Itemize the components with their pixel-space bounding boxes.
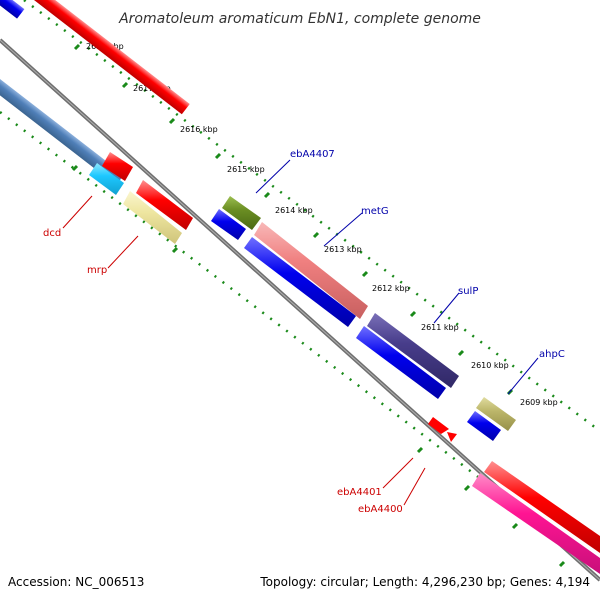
accession-text: Accession: NC_006513 (8, 575, 144, 589)
gene-arrow (244, 237, 356, 327)
major-tick (312, 231, 320, 239)
tick-label: 2615 kbp (227, 165, 265, 174)
leader-line-dcd (62, 195, 93, 229)
outer-tick-track (23, 0, 600, 433)
gene-label-metG: metG (361, 206, 389, 217)
major-tick (409, 310, 417, 318)
tick-label: 2610 kbp (471, 361, 509, 370)
gene-arrow (222, 196, 261, 230)
major-tick (463, 484, 471, 492)
gene-arrow (254, 222, 368, 319)
gene-label-mrp: mrp (87, 265, 107, 276)
leader-line-ebA4401 (382, 457, 414, 489)
gene-block (472, 473, 600, 574)
gene-block (0, 0, 25, 19)
tick-label: 2611 kbp (421, 323, 459, 332)
genome-summary-text: Topology: circular; Length: 4,296,230 bp… (259, 575, 590, 589)
major-tick (263, 191, 271, 199)
tick-label: 2609 kbp (520, 398, 558, 407)
gene-block (484, 461, 600, 553)
leader-line-mrp (107, 235, 139, 269)
gene-arrow (102, 152, 133, 181)
gene-block (123, 191, 182, 244)
major-tick (558, 560, 566, 568)
map-title: Aromatoleum aromaticum EbN1, complete ge… (118, 11, 481, 27)
gene-block (0, 52, 125, 186)
gene-arrow (211, 209, 246, 240)
major-tick (121, 81, 129, 89)
gene-arrow (356, 326, 446, 399)
gene-label-dcd: dcd (43, 228, 61, 239)
tick-label: 2614 kbp (275, 206, 313, 215)
gene-label-ahpC: ahpC (539, 349, 565, 360)
major-tick (168, 117, 176, 125)
major-tick (457, 349, 465, 357)
tick-label: 2616 kbp (180, 125, 218, 134)
tick-label: 2613 kbp (324, 245, 362, 254)
leader-line-metG (323, 212, 363, 247)
major-tick (214, 152, 222, 160)
leader-line-ebA4400 (403, 467, 426, 506)
major-tick (361, 270, 369, 278)
tick-label: 2612 kbp (372, 284, 410, 293)
gene-label-ebA4400: ebA4400 (358, 504, 403, 515)
gene-label-ebA4401: ebA4401 (337, 487, 382, 498)
major-tick (73, 43, 81, 51)
major-ticks (71, 43, 566, 568)
gene-arrow (136, 180, 193, 230)
gene-label-sulP: sulP (458, 286, 478, 297)
major-tick (416, 446, 424, 454)
gene-small (428, 417, 449, 434)
leader-line-sulP (433, 292, 460, 324)
major-tick (511, 522, 519, 530)
leader-line-ebA4407 (255, 159, 291, 194)
gene-small (447, 432, 457, 442)
gene-arrow (89, 163, 124, 195)
gene-label-ebA4407: ebA4407 (290, 149, 335, 160)
gene-arrow (367, 313, 459, 388)
major-tick (71, 164, 79, 172)
gene-block (31, 0, 190, 115)
major-tick (171, 246, 179, 254)
gene-arrow (467, 411, 501, 441)
forward-strand (0, 0, 600, 574)
leader-line-ahpC (507, 357, 539, 395)
gene-arrow (476, 397, 516, 431)
